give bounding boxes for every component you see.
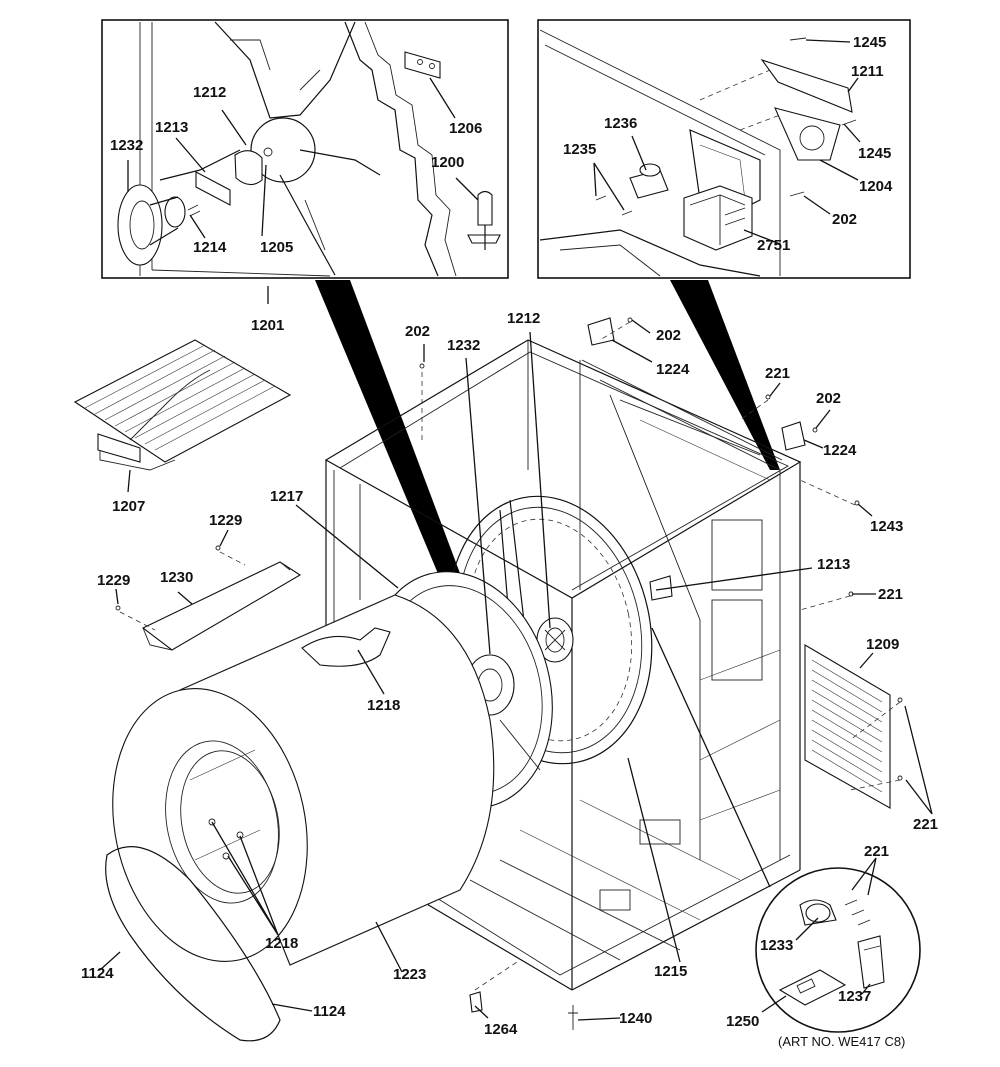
label-1245-mid: 1245 xyxy=(858,145,891,162)
label-1232-main: 1232 xyxy=(447,337,480,354)
label-1209: 1209 xyxy=(866,636,899,653)
leader-lines xyxy=(99,39,933,1021)
access-panel xyxy=(804,644,891,809)
label-1243: 1243 xyxy=(870,518,903,535)
label-1233: 1233 xyxy=(760,937,793,954)
phantom-lines xyxy=(119,321,901,991)
label-1217: 1217 xyxy=(270,488,303,505)
drum xyxy=(112,594,495,966)
label-1201: 1201 xyxy=(251,317,284,334)
dryer-cabinet xyxy=(324,339,802,991)
label-1240: 1240 xyxy=(619,1010,652,1027)
label-202-top: 202 xyxy=(656,327,681,344)
inset-right-thermostat-area xyxy=(537,19,911,279)
callout-wedge-left xyxy=(315,280,488,650)
label-1245-top: 1245 xyxy=(853,34,886,51)
label-1124-bottom: 1124 xyxy=(313,1003,346,1020)
label-221-mid: 221 xyxy=(878,586,903,603)
label-1212-main: 1212 xyxy=(507,310,540,327)
label-1264: 1264 xyxy=(484,1021,518,1038)
label-1215: 1215 xyxy=(654,963,687,980)
label-1206: 1206 xyxy=(449,120,482,137)
label-1218-bottom: 1218 xyxy=(265,935,298,952)
inset-left-drum-bearing xyxy=(101,19,509,279)
label-202-right: 202 xyxy=(816,390,841,407)
label-1232-inset: 1232 xyxy=(110,137,143,154)
label-202-left: 202 xyxy=(405,323,430,340)
label-1229-left: 1229 xyxy=(97,572,130,589)
label-1250: 1250 xyxy=(726,1013,759,1030)
label-1200: 1200 xyxy=(431,154,464,171)
trim-piece-1230 xyxy=(141,561,302,651)
part-number-labels: 1232 1213 1212 1214 1205 1206 1200 1201 … xyxy=(81,34,938,1049)
label-1204: 1204 xyxy=(859,178,893,195)
label-1213-main: 1213 xyxy=(817,556,850,573)
inset-circle-door-switch xyxy=(755,867,921,1033)
art-number: (ART NO. WE417 C8) xyxy=(778,1034,905,1049)
label-1224-top: 1224 xyxy=(656,361,690,378)
label-202-inset: 202 xyxy=(832,211,857,228)
callout-wedge-right xyxy=(670,280,780,470)
label-1218-top: 1218 xyxy=(367,697,400,714)
label-221-top: 221 xyxy=(765,365,790,382)
label-2751: 2751 xyxy=(757,237,790,254)
label-1124-left: 1124 xyxy=(81,965,114,982)
label-1214: 1214 xyxy=(193,239,227,256)
label-1236: 1236 xyxy=(604,115,637,132)
label-1211: 1211 xyxy=(851,63,884,80)
label-221-circle: 221 xyxy=(864,843,889,860)
label-1205: 1205 xyxy=(260,239,293,256)
label-1235: 1235 xyxy=(563,141,596,158)
drum-seal-ring xyxy=(105,846,281,1042)
label-221-panel: 221 xyxy=(913,816,938,833)
label-1213-inset: 1213 xyxy=(155,119,188,136)
label-1229-top: 1229 xyxy=(209,512,242,529)
label-1237: 1237 xyxy=(838,988,871,1005)
label-1223: 1223 xyxy=(393,966,426,983)
drying-rack xyxy=(73,339,292,471)
cabinet-small-parts xyxy=(115,317,903,1030)
label-1230: 1230 xyxy=(160,569,193,586)
label-1207: 1207 xyxy=(112,498,145,515)
label-1224-right: 1224 xyxy=(823,442,857,459)
label-1212-inset: 1212 xyxy=(193,84,226,101)
